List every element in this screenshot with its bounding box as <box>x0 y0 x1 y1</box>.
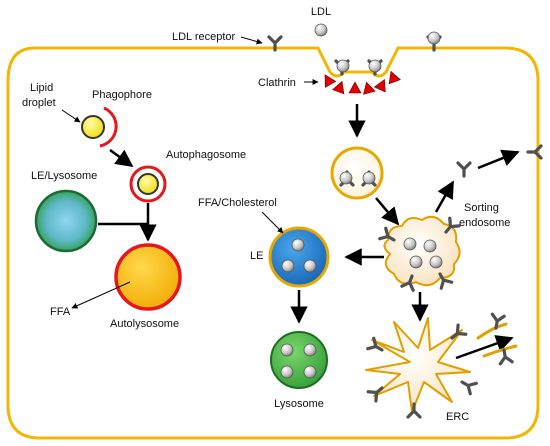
sorting-endosome <box>383 215 461 287</box>
lipid-droplet-label-line1: Lipid <box>30 82 53 94</box>
lipid-droplet-label-line2: droplet <box>22 97 56 109</box>
arrow-icon <box>375 197 400 226</box>
phagophore-label: Phagophore <box>92 89 152 101</box>
ffa-cholesterol-pointer <box>261 211 284 234</box>
phagophore-ring <box>99 106 118 148</box>
ffa-label: FFA <box>50 306 71 318</box>
erc-label: ERC <box>446 411 469 423</box>
ldl-receptor-pointer <box>240 36 263 45</box>
arrow-icon <box>477 149 520 170</box>
ldl-receptor-label: LDL receptor <box>172 31 236 43</box>
ldl-particle-icon <box>314 23 328 37</box>
le-label: LE <box>250 250 263 262</box>
late-endosome <box>268 226 330 288</box>
autolysosome <box>114 243 182 311</box>
recycling-tubules <box>476 312 518 366</box>
sorting-endosome-label-line1: Sorting <box>464 202 499 214</box>
ldl-label: LDL <box>311 6 331 18</box>
le-lysosome <box>34 189 98 253</box>
sorting-endosome-label-line2: endosome <box>459 217 510 229</box>
arrow-icon <box>455 335 514 360</box>
lipid-droplet <box>81 115 105 139</box>
endocytic-recycling-compartment <box>365 317 471 413</box>
autophagosome-core <box>137 173 159 195</box>
lipid-droplet-pointer <box>61 109 81 123</box>
lysosome-label: Lysosome <box>274 398 324 410</box>
ffa-cholesterol-label: FFA/Cholesterol <box>198 197 277 209</box>
arrow-icon <box>434 180 455 213</box>
clathrin-label: Clathrin <box>258 77 296 89</box>
le-lysosome-label: LE/Lysosome <box>31 170 97 182</box>
lysosome <box>270 331 328 389</box>
recycling-receptor-icon <box>456 161 472 178</box>
ffa-pointer <box>71 281 131 309</box>
endocytic-vesicle <box>330 146 384 200</box>
arrow-icon <box>109 148 134 168</box>
autophagosome-label: Autophagosome <box>166 149 246 161</box>
autolysosome-label: Autolysosome <box>110 318 179 330</box>
